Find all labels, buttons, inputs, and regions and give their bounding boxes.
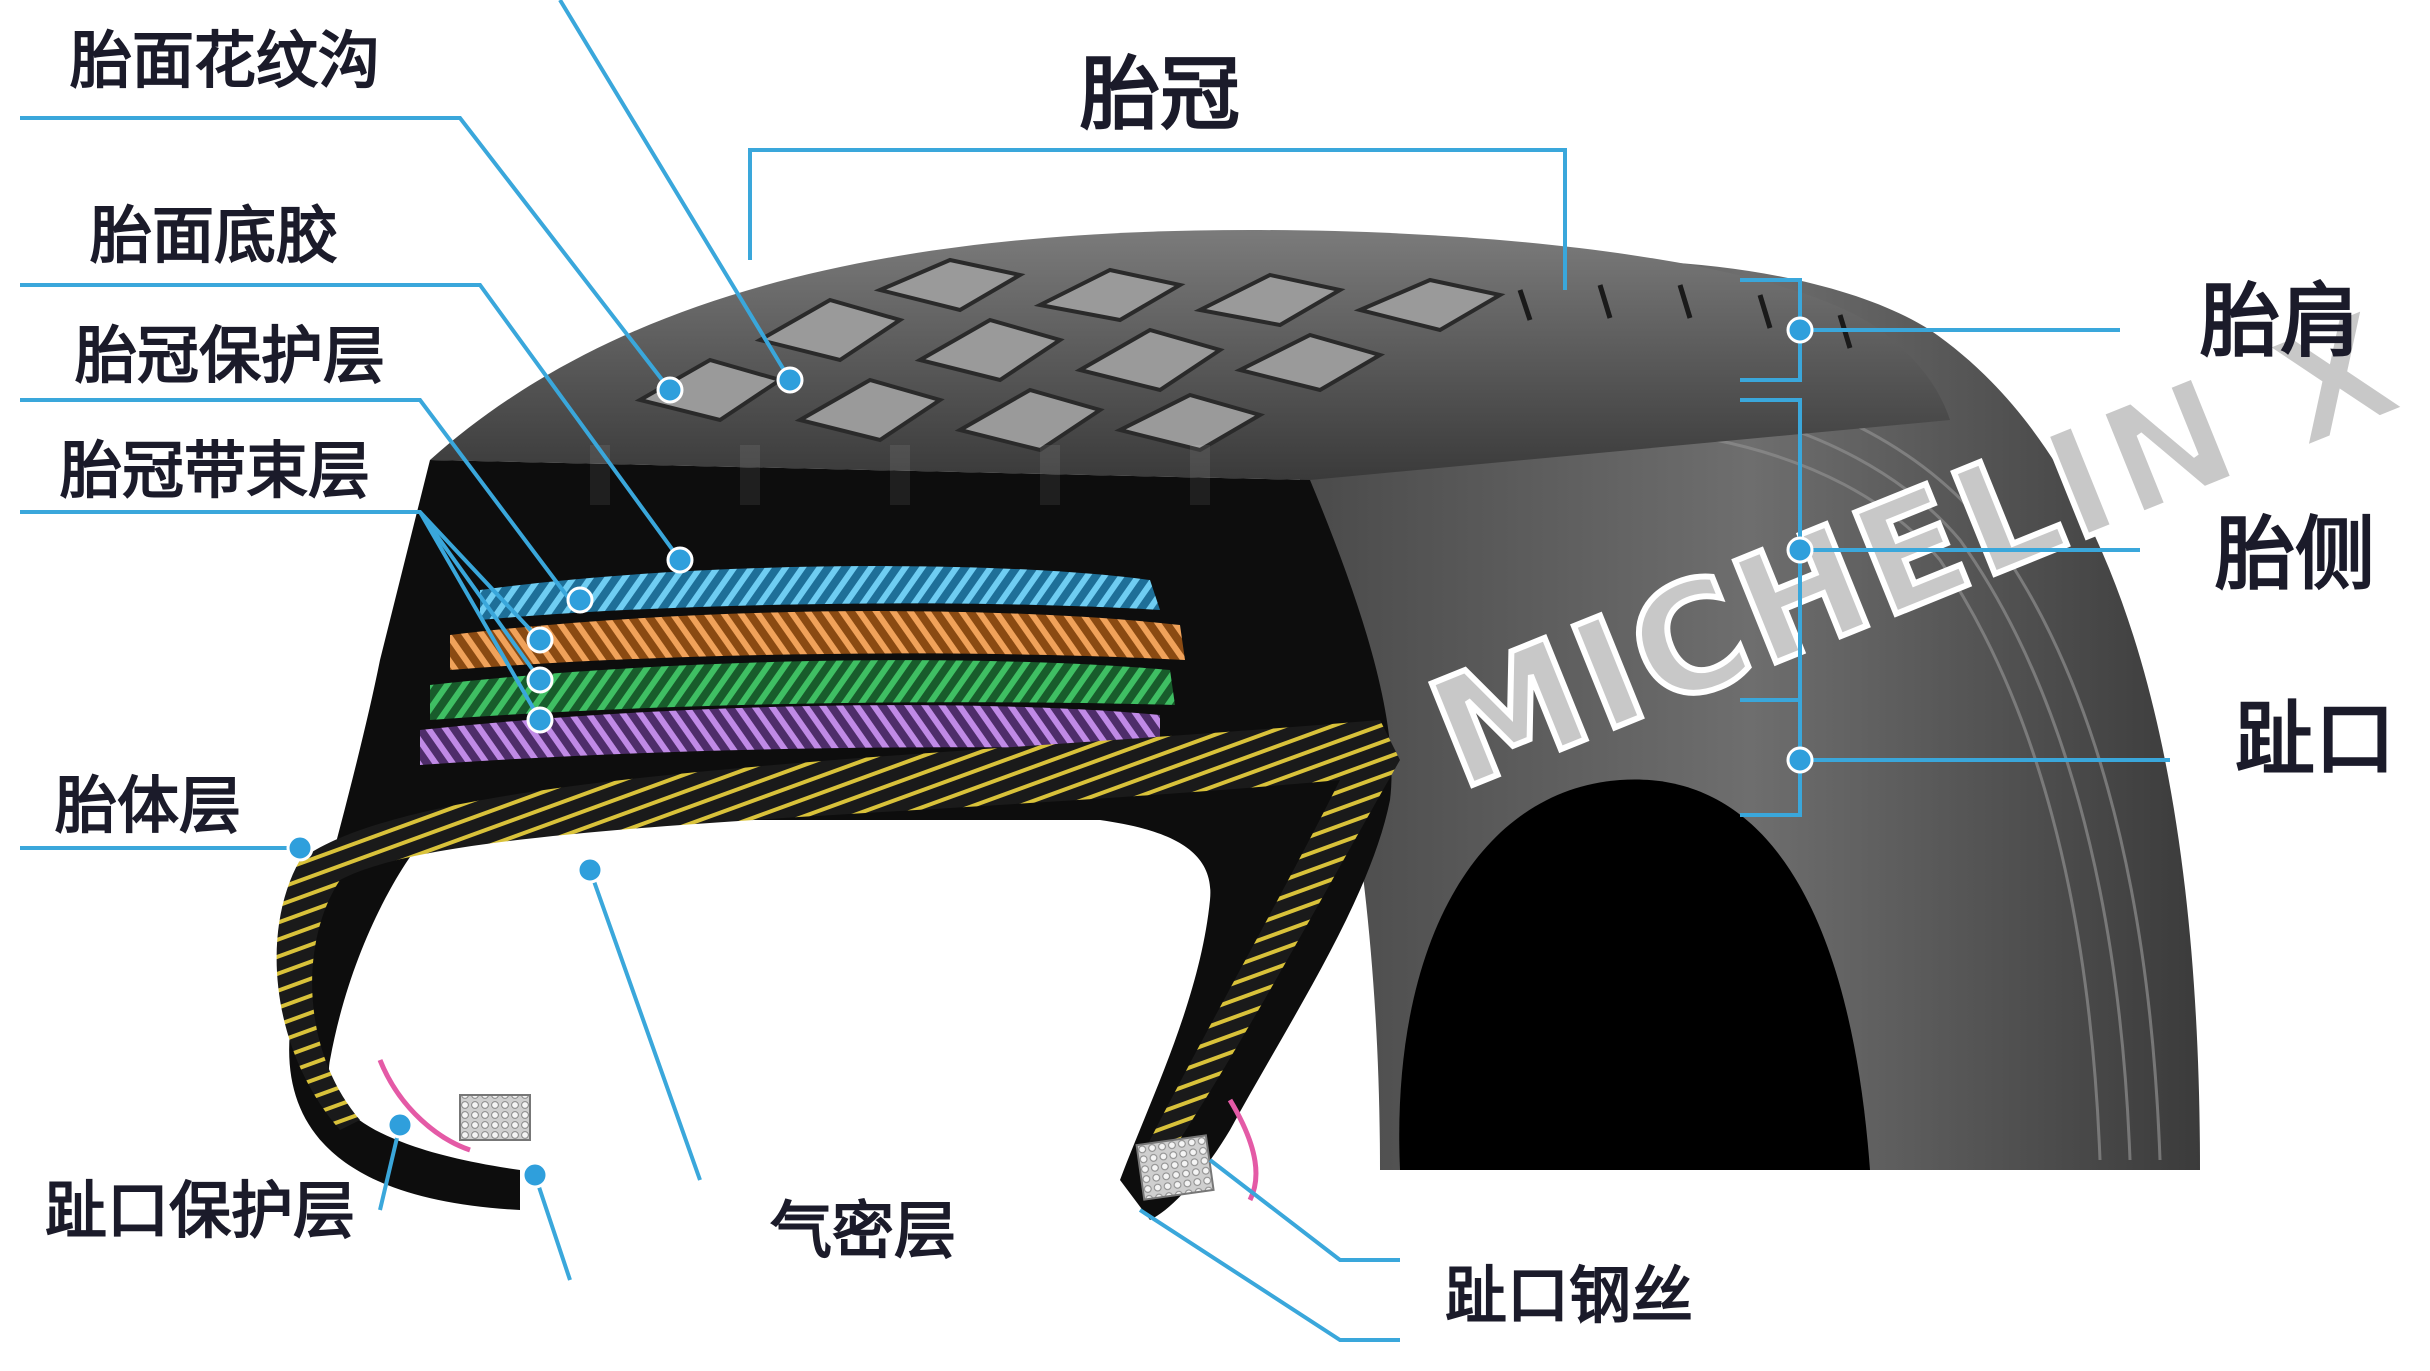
layer-purple <box>420 705 1160 765</box>
label-carcass: 胎体层 <box>55 769 242 842</box>
label-tread-groove: 胎面花纹沟 <box>70 24 381 97</box>
label-sidewall: 胎侧 <box>2215 508 2375 601</box>
label-shoulder: 胎肩 <box>2200 275 2360 368</box>
label-tread-base: 胎面底胶 <box>90 199 339 272</box>
layer-blue <box>480 566 1160 620</box>
bead-wire-left <box>459 1094 531 1141</box>
label-bead-protection: 趾口保护层 <box>45 1174 356 1247</box>
label-crown: 胎冠 <box>1080 48 1240 141</box>
bead-wire-right <box>1135 1134 1215 1201</box>
label-inner-liner: 气密层 <box>770 1194 957 1267</box>
tread-crown <box>430 230 1950 480</box>
label-bead: 趾口 <box>2235 693 2395 786</box>
label-crown-belt: 胎冠带束层 <box>60 434 371 507</box>
tire-body <box>1300 260 2200 1170</box>
cross-section <box>276 445 1401 1220</box>
label-bead-wire: 趾口钢丝 <box>1445 1259 1694 1332</box>
layer-orange <box>450 611 1185 670</box>
carcass-ply <box>276 720 1401 1170</box>
layer-green <box>430 660 1175 720</box>
leader-dots <box>286 316 1814 1189</box>
leader-lines <box>20 0 2170 1342</box>
label-crown-protection: 胎冠保护层 <box>75 319 386 392</box>
